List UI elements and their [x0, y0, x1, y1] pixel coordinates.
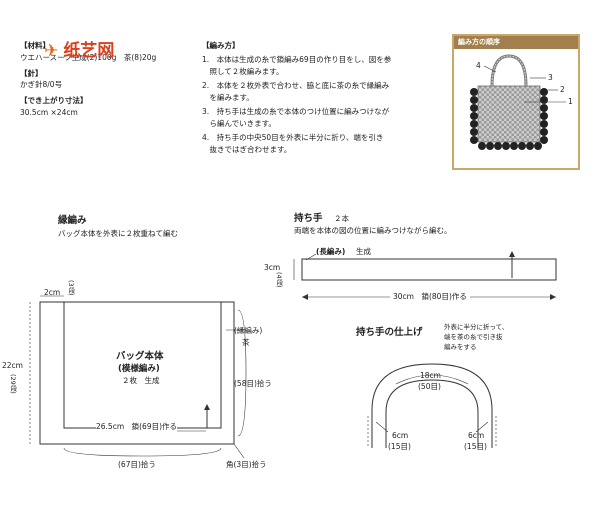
finish-right-dim: 6cm — [468, 431, 485, 440]
body-top-rows: (3段) — [67, 280, 75, 296]
bag-illustration — [470, 54, 566, 150]
body-left-dim: 22cm — [2, 361, 23, 370]
finish-note-2: 端を茶の糸で引き抜 — [444, 333, 503, 341]
instruction-line-6: ら編んでいきます。 — [202, 119, 276, 128]
handle-height-dim: 3cm — [264, 263, 281, 272]
order-number-3: 3 — [548, 73, 553, 82]
handle-stitch-color: 生成 — [356, 247, 371, 256]
edging-title: 縁編み — [58, 215, 87, 226]
handle-count: ２本 — [334, 214, 349, 223]
finish-top-rows: (50目) — [418, 382, 441, 391]
instructions-heading: 【編み方】 — [202, 41, 240, 50]
order-number-4: 4 — [476, 61, 481, 70]
edging-label: (縁編み) — [234, 326, 263, 335]
instruction-line-2: 照して２枚編みます。 — [202, 67, 284, 76]
finish-note-1: 外表に半分に折って、 — [444, 323, 509, 331]
finish-top-dim: 18cm — [420, 371, 441, 380]
body-title: バッグ本体 — [116, 351, 164, 362]
body-top-dim: 2cm — [44, 288, 61, 297]
needle-heading: 【針】 — [20, 69, 43, 78]
body-width-label: 26.5cm 鎖(69目)作る — [96, 421, 178, 432]
handle-note: 両端を本体の図の位置に編みつけながら編む。 — [294, 226, 452, 235]
instruction-line-1: 1. 本体は生成の糸で鎖編み69目の作り目をし、図を参 — [202, 55, 392, 64]
instruction-line-4: を編みます。 — [202, 93, 254, 102]
bottom-pickup: (67目)拾う — [118, 460, 156, 469]
side-pickup: (58目)拾う — [234, 379, 272, 388]
instruction-line-5: 3. 持ち手は生成の糸で本体のつけ位置に編みつけなが — [202, 107, 390, 116]
finish-left-dim: 6cm — [392, 431, 409, 440]
order-number-1: 1 — [568, 97, 573, 106]
order-number-2: 2 — [560, 85, 565, 94]
body-count: ２枚 生成 — [122, 376, 160, 385]
finish-right-rows: (15目) — [464, 442, 487, 451]
handle-title: 持ち手 — [294, 213, 323, 224]
knitting-order-box: 編み方の順序 4 3 — [452, 34, 580, 170]
size-heading: 【でき上がり寸法】 — [20, 96, 88, 105]
finish-note-3: 編みをする — [444, 343, 477, 351]
site-logo: ✈ 纸艺网 — [44, 41, 115, 61]
corner-pickup: 角(3目)拾う — [226, 460, 267, 469]
handle-length-label: 30cm 鎖(80目)作る — [390, 291, 470, 302]
finish-left-rows: (15目) — [388, 442, 411, 451]
instruction-line-8: 抜きではぎ合わせます。 — [202, 145, 292, 154]
body-left-rows: (29段) — [9, 374, 17, 394]
handle-stitch: (長編み) — [316, 247, 346, 256]
crane-logo-icon: ✈ — [44, 41, 59, 61]
instruction-line-3: 2. 本体を２枚外表で合わせ、脇と底に茶の糸で縁編み — [202, 81, 390, 90]
materials-heading: 【材料】 — [20, 41, 50, 50]
edging-color: 茶 — [242, 338, 250, 347]
handle-height-rows: (4段) — [275, 272, 283, 288]
order-heading: 編み方の順序 — [454, 36, 578, 49]
instruction-line-7: 4. 持ち手の中央50目を外表に半分に折り、端を引き — [202, 133, 384, 142]
body-pattern: (模様編み) — [118, 364, 160, 374]
edging-note: バッグ本体を外表に２枚重ねて編む — [58, 229, 178, 238]
size-value: 30.5cm ×24cm — [20, 108, 78, 117]
finish-title: 持ち手の仕上げ — [356, 327, 423, 338]
materials-yarn: ウエハースーフ生成(2)100g 茶(8)20g — [20, 53, 157, 62]
needle-value: かぎ針8/0号 — [20, 80, 63, 89]
